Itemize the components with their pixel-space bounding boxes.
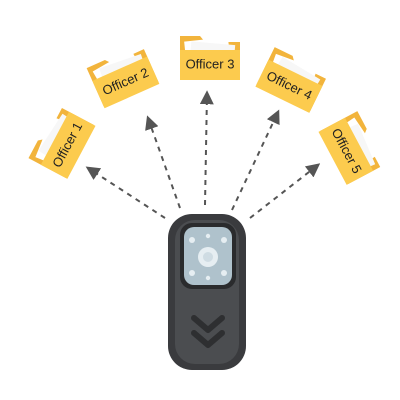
folder-officer-3[interactable]: Officer 3: [180, 36, 240, 80]
folder-icon: [86, 49, 160, 109]
arrow-to-officer-1: [85, 166, 166, 219]
folder-officer-2[interactable]: Officer 2: [86, 44, 160, 109]
folder-label: Officer 3: [186, 56, 235, 71]
arrows: [85, 90, 321, 219]
body-camera-icon: [168, 214, 246, 370]
arrow-to-officer-4: [231, 109, 280, 211]
arrow-to-officer-2: [145, 115, 181, 209]
folder-officer-5[interactable]: Officer 5: [318, 111, 385, 185]
folder-officer-1[interactable]: Officer 1: [28, 105, 96, 179]
chevron-down-icon: [191, 315, 225, 348]
folder-icon: [318, 111, 381, 185]
arrow-to-officer-3: [199, 90, 214, 206]
folder-icon: [28, 108, 96, 179]
arrow-to-officer-5: [249, 163, 321, 219]
folder-icon: [180, 36, 240, 80]
folder-officer-4[interactable]: Officer 4: [255, 47, 328, 113]
folder-icon: [255, 47, 326, 113]
